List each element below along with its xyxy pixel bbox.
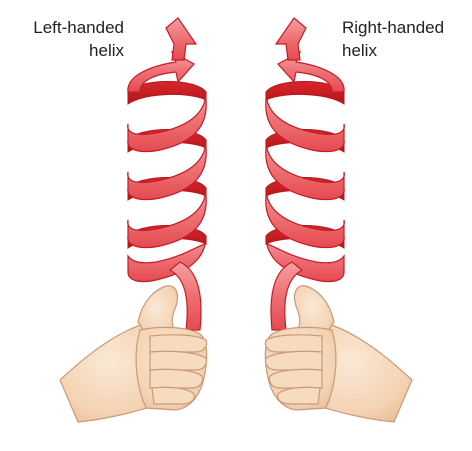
left-hand-finger <box>150 335 207 352</box>
right-helix <box>266 18 345 330</box>
right-hand-thumbs-up <box>265 286 412 422</box>
right-hand-finger <box>265 335 322 352</box>
left-hand-finger <box>150 369 203 388</box>
left-hand-thumbs-up <box>60 286 207 422</box>
arrow-up-right-icon <box>276 18 306 60</box>
right-hand-finger <box>269 369 322 388</box>
left-helix <box>128 18 207 330</box>
arrow-up-left-icon <box>166 18 196 60</box>
